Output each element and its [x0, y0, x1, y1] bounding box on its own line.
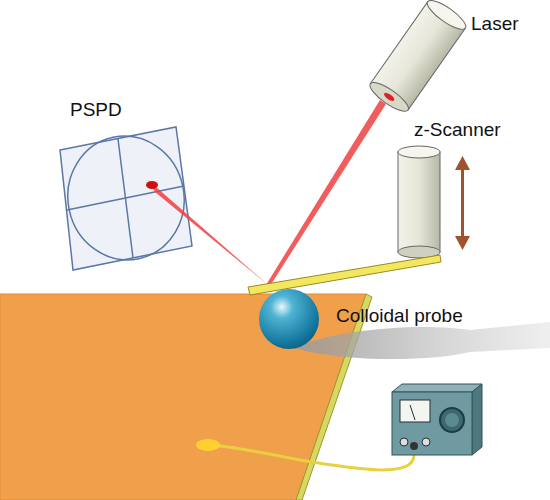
- z-scanner: [398, 146, 440, 258]
- cantilever: [248, 255, 441, 295]
- laser-beam: [266, 100, 386, 286]
- pspd-label: PSPD: [70, 100, 122, 121]
- motion-arrow: [455, 156, 470, 250]
- laser-spot: [146, 181, 158, 189]
- pspd-detector: [56, 125, 195, 270]
- laser-cylinder: [366, 0, 469, 116]
- probe-label: Colloidal probe: [336, 306, 463, 327]
- laser-label: Laser: [471, 14, 519, 35]
- scanner-label: z-Scanner: [414, 120, 501, 141]
- wire: [210, 445, 414, 470]
- reflected-beam: [148, 180, 268, 285]
- contact-pad: [196, 439, 220, 451]
- colloidal-sphere: [259, 289, 319, 349]
- probe-shadow: [295, 322, 550, 359]
- power-supply: [392, 384, 482, 455]
